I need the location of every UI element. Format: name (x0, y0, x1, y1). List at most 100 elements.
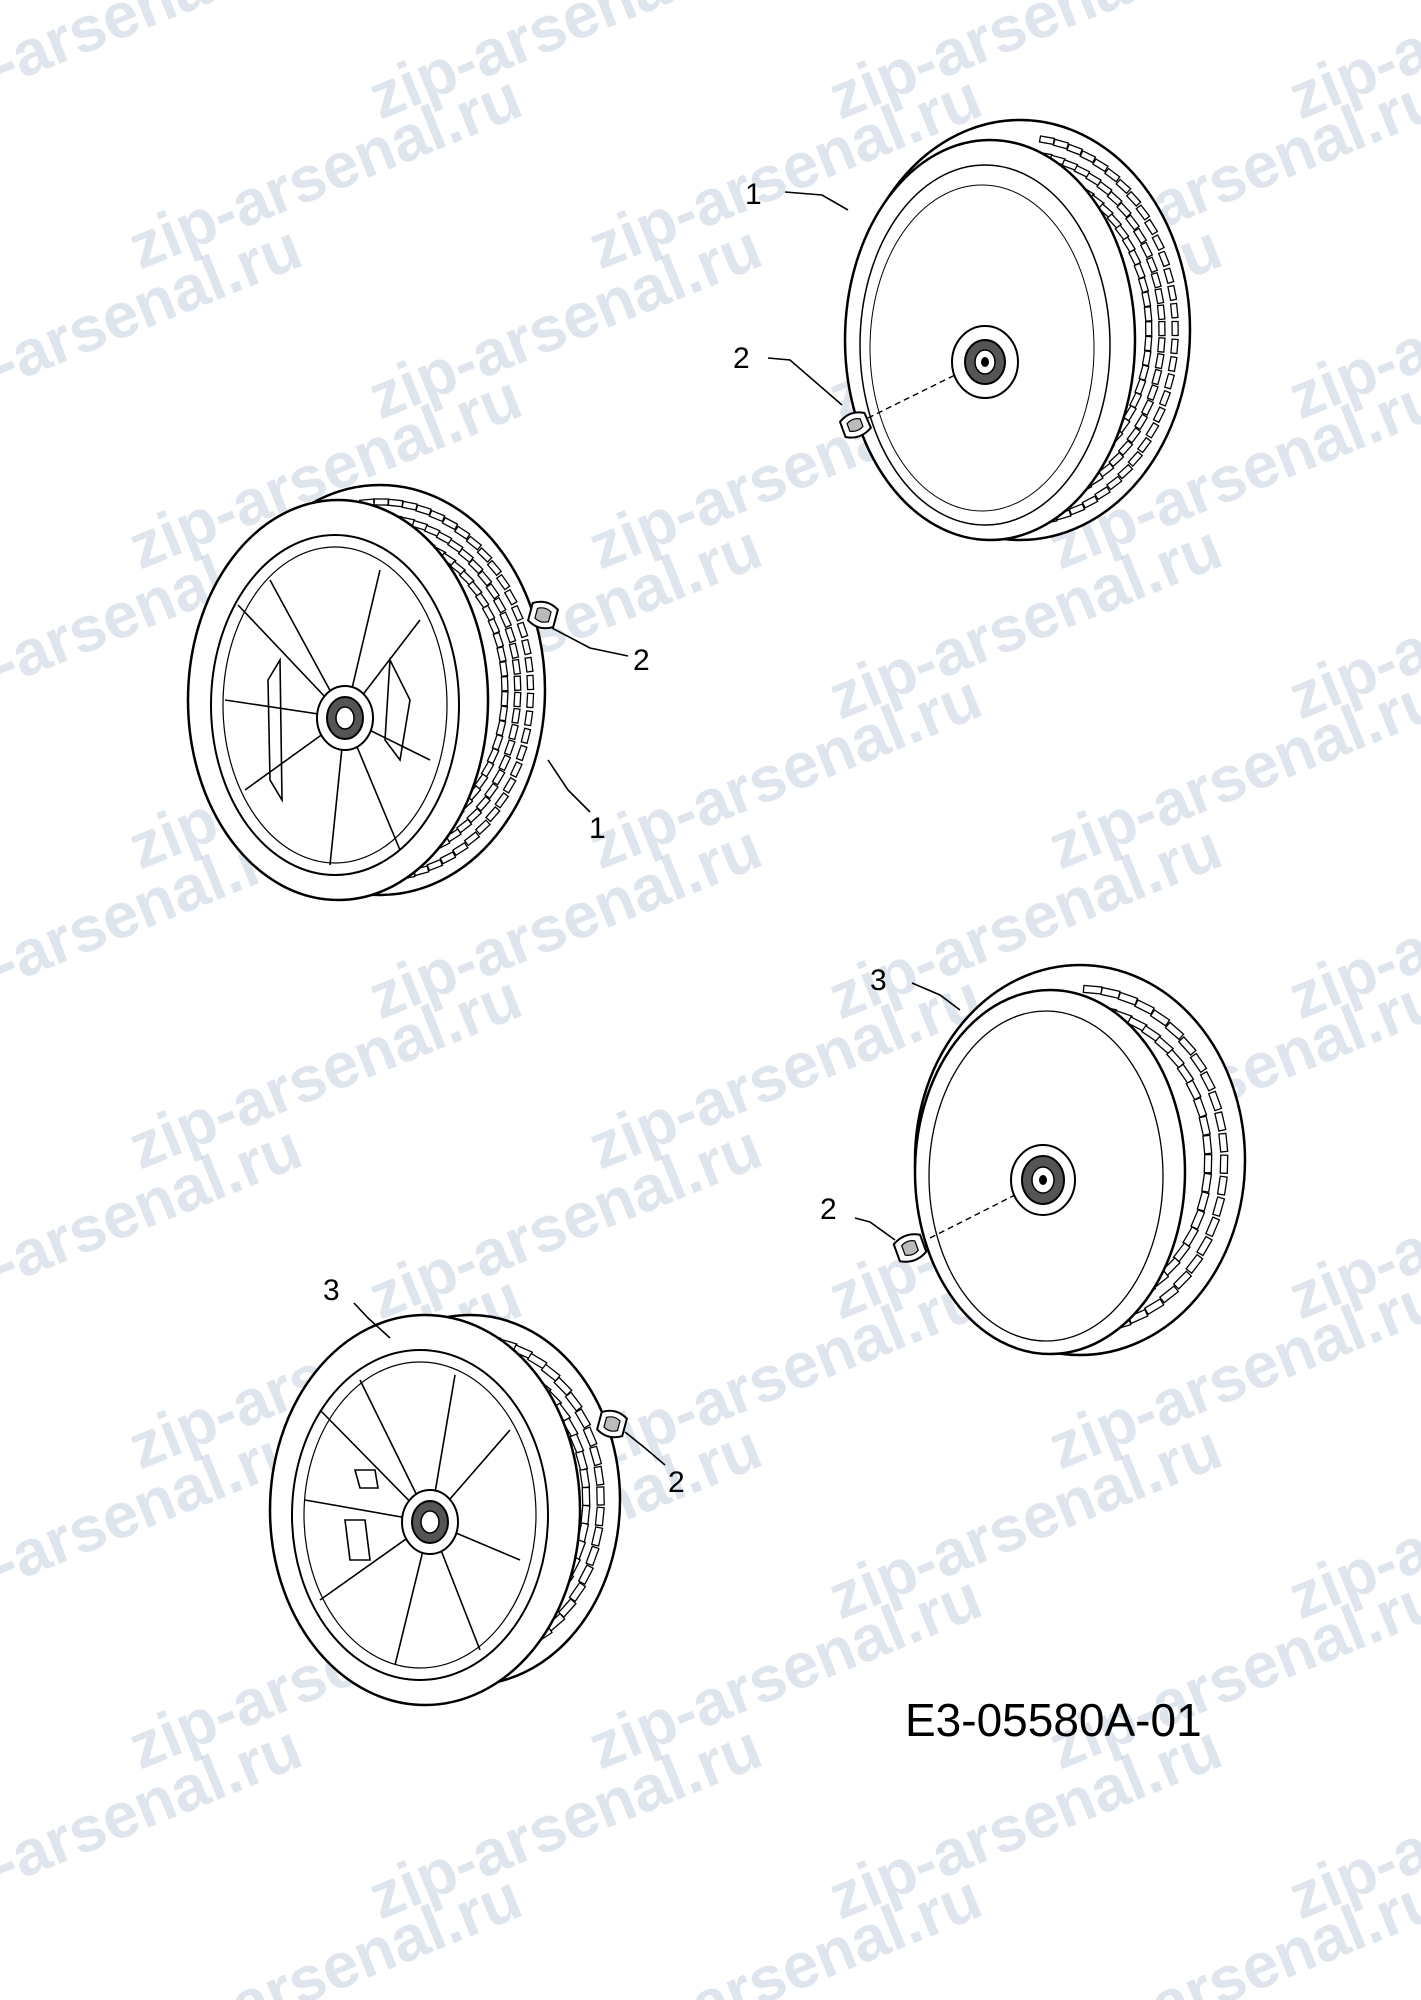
tread-block (1163, 372, 1176, 390)
tread-block (520, 727, 532, 745)
tread-block (1106, 190, 1123, 207)
tread-block (1151, 368, 1163, 386)
tread-block (1172, 1270, 1193, 1290)
tread-block (1144, 321, 1153, 337)
tread-block (1126, 426, 1142, 444)
tread-block (1157, 336, 1166, 353)
tread-block (564, 1391, 583, 1412)
clip-2-c (892, 1233, 928, 1263)
tread-block (511, 658, 522, 675)
tread-block (1177, 1036, 1197, 1056)
tread-block (588, 1445, 603, 1467)
tread-block (1158, 1285, 1180, 1304)
tread-block (1116, 201, 1132, 219)
tread-block (1202, 1134, 1213, 1155)
tread-block (523, 710, 534, 727)
tread-block (1171, 320, 1179, 337)
tread-block (596, 1486, 605, 1506)
tread-block (580, 1504, 591, 1525)
tread-block (1167, 284, 1178, 302)
tread-block (1189, 1052, 1208, 1074)
watermark-text: zip-arsenal.ru (578, 1860, 991, 2000)
tread-block (499, 660, 509, 678)
tread-block (1091, 158, 1109, 173)
tread-block (1152, 406, 1166, 424)
tread-block (1196, 1235, 1213, 1257)
tread-block (1140, 399, 1155, 416)
tread-block (1158, 320, 1166, 337)
tread-block (1132, 227, 1148, 245)
tread-block (1143, 335, 1153, 352)
tread-block (1216, 1175, 1228, 1196)
tread-block (1117, 991, 1139, 1006)
tread-block (498, 705, 509, 722)
tread-block (1154, 287, 1165, 305)
callout-2-bottom: 2 (668, 1466, 685, 1499)
tread-block (1157, 250, 1171, 268)
tread-block (1149, 1009, 1171, 1027)
tread-block (524, 656, 534, 673)
callout-3-right: 3 (870, 964, 887, 997)
tread-block (582, 1426, 598, 1448)
tread-block (508, 642, 520, 660)
callout-1-top: 1 (745, 178, 762, 211)
tread-block (1163, 267, 1175, 285)
tread-block (581, 1486, 591, 1507)
callout-2-top: 2 (733, 342, 750, 375)
tread-block (1219, 1154, 1229, 1174)
tread-block (1196, 1190, 1210, 1212)
tread-block (1106, 475, 1123, 491)
tread-block (590, 1526, 604, 1547)
tread-block (475, 795, 492, 812)
tread-block (483, 782, 499, 800)
tread-block (1136, 436, 1152, 454)
tread-block (1205, 1216, 1221, 1238)
tread-block (1081, 495, 1099, 509)
wheel-1-back (186, 483, 547, 902)
tread-block (1151, 234, 1165, 252)
tread-block (387, 498, 404, 508)
tread-block (593, 1465, 605, 1486)
watermark-text: zip-arsenal.ru (118, 960, 531, 1183)
tread-block (1117, 439, 1134, 457)
tread-block (1198, 1115, 1211, 1137)
tread-block (467, 558, 484, 575)
tread-block (502, 776, 517, 794)
tread-block (1169, 302, 1179, 319)
leader-lines (353, 191, 961, 1466)
tread-block (568, 1581, 587, 1603)
clip-2-a (838, 411, 873, 439)
wheel-3-front (913, 963, 1247, 1357)
tread-block (457, 547, 475, 564)
tread-block (1158, 389, 1172, 407)
tread-block (428, 509, 446, 523)
tread-block (1143, 1298, 1165, 1316)
clip-2-d (596, 1409, 628, 1439)
tread-block (526, 674, 535, 691)
tread-block (553, 1376, 573, 1397)
tread-block (476, 547, 493, 563)
tread-block (499, 611, 513, 629)
tread-block (439, 851, 457, 865)
tread-block (577, 1564, 595, 1586)
tread-block (513, 675, 522, 691)
wheel-1-front (843, 118, 1192, 542)
tread-block (485, 806, 501, 823)
tread-block (495, 573, 511, 591)
callouts: 1 2 2 1 3 2 3 2 (323, 178, 887, 1499)
tread-block (500, 676, 509, 692)
tread-block (503, 588, 518, 606)
tread-block (1135, 204, 1151, 221)
tread-block (373, 498, 389, 506)
tread-block (1115, 178, 1132, 195)
tread-block (1052, 138, 1070, 150)
tread-block (426, 858, 444, 872)
tread-block (1145, 256, 1159, 274)
tread-block (1203, 1153, 1213, 1174)
tread-block (1145, 421, 1160, 439)
tread-block (1150, 271, 1162, 289)
tread-block (511, 707, 521, 724)
tread-block (492, 631, 505, 649)
